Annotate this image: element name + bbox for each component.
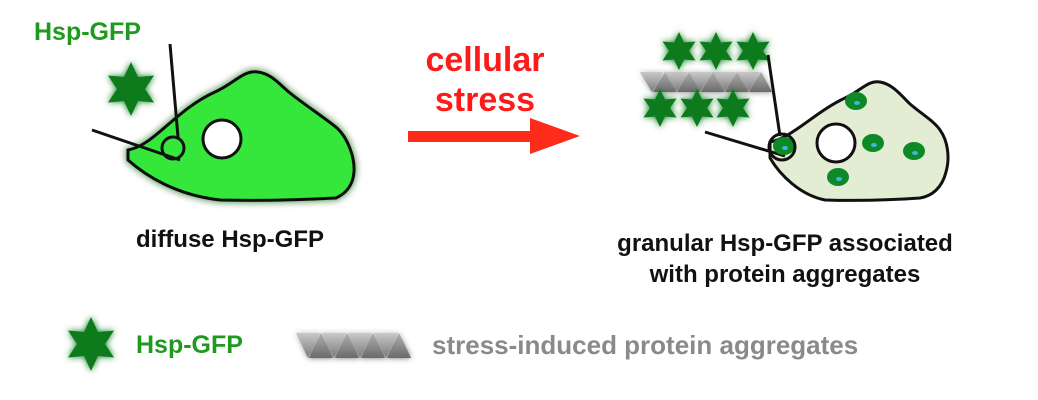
legend-hsp-label: Hsp-GFP — [136, 331, 243, 359]
granule-star-row-top — [662, 32, 770, 70]
legend-hsp-star-icon — [68, 317, 114, 371]
legend-aggregates-label: stress-induced protein aggregates — [432, 330, 859, 360]
stressed-cell-edge-line — [704, 130, 786, 158]
granule-star-icon — [716, 89, 750, 127]
granule-star-icon — [736, 32, 770, 70]
granule-star-icon — [699, 32, 733, 70]
granule-star-icon — [680, 89, 714, 127]
healthy-zoom-circle — [160, 135, 186, 161]
diffuse-caption: diffuse Hsp-GFP — [135, 226, 324, 253]
granule — [903, 142, 925, 160]
stressed-pointer-line — [766, 54, 782, 137]
granule-star-icon — [643, 89, 677, 127]
granule — [773, 137, 795, 155]
stressed-cell — [704, 54, 950, 202]
stressed-zoom-circle — [767, 132, 797, 162]
granule — [862, 134, 884, 152]
granule-star-row-bottom — [643, 89, 750, 127]
granular-caption-line2: with protein aggregates — [649, 261, 921, 288]
granular-caption: granular Hsp-GFP associated with protein… — [565, 228, 1005, 290]
cellular-stress-line2: stress — [434, 81, 536, 119]
stress-arrow — [408, 118, 580, 154]
granule — [827, 168, 849, 186]
cellular-stress-label: cellular stress — [405, 40, 565, 120]
granule-star-icon — [662, 32, 696, 70]
stressed-cell-nucleus — [815, 122, 857, 164]
granular-caption-line1: granular Hsp-GFP associated — [617, 230, 953, 257]
granule — [845, 92, 867, 110]
healthy-pointer-line — [168, 43, 180, 138]
healthy-cell — [91, 43, 356, 202]
cellular-stress-line1: cellular — [425, 41, 545, 79]
cytoplasmic-granules — [773, 92, 925, 186]
hsp-gfp-star-icon — [108, 62, 154, 116]
aggregate-cluster — [640, 72, 772, 92]
legend-aggregate-icon — [296, 333, 411, 358]
healthy-cell-nucleus — [201, 118, 243, 160]
hsp-gfp-label: Hsp-GFP — [34, 18, 141, 46]
